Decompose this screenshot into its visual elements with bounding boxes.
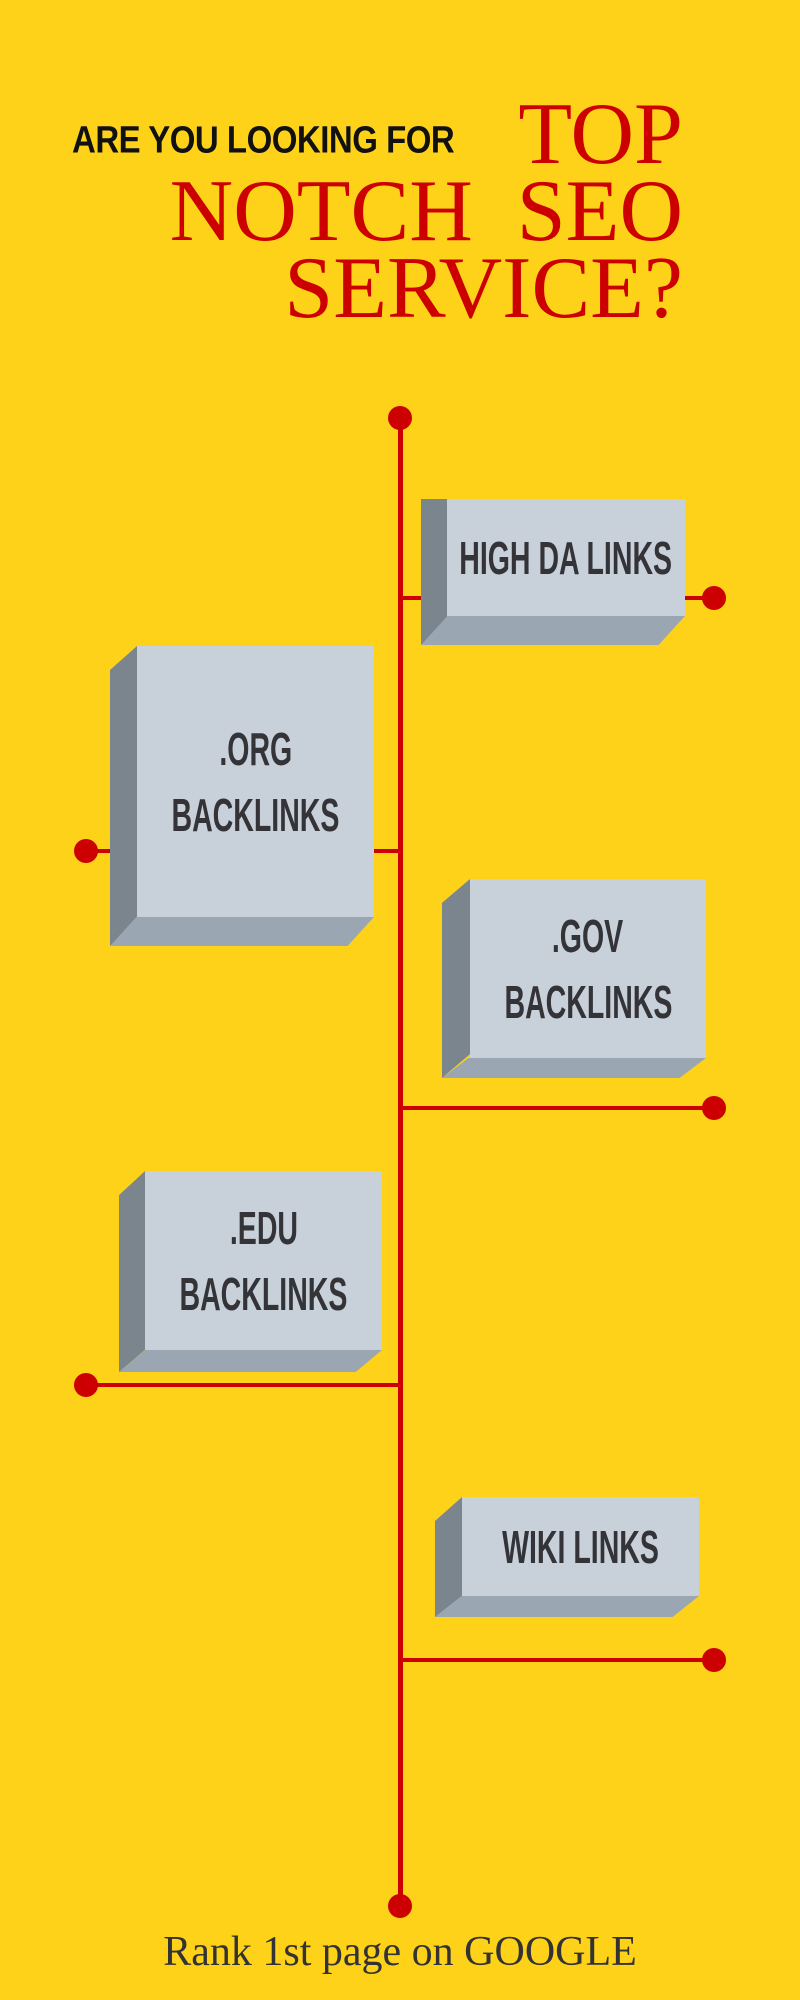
headline: TOP NOTCH SEO SERVICE? [169,86,683,337]
branch-line [400,1658,714,1662]
item-label: .GOV [552,909,624,962]
box-bottom [435,1596,699,1617]
timeline-end-dot [388,1894,412,1918]
item-label: WIKI LINKS [502,1520,659,1573]
headline-line: SERVICE? [284,240,683,337]
box-bottom [119,1350,382,1372]
intro-text: ARE YOU LOOKING FOR [72,118,455,161]
branch-dot [74,1373,98,1397]
timeline-axis [398,420,403,1906]
box-face: .ORG BACKLINKS [137,646,374,917]
footer-tagline: Rank 1st page on GOOGLE [163,1929,637,1975]
box-side [435,1497,462,1617]
branch-dot [74,839,98,863]
box-face: .EDU BACKLINKS [145,1171,382,1350]
branch-dot [702,586,726,610]
box-bottom [110,917,374,946]
box-face: WIKI LINKS [462,1497,699,1596]
box-bottom [442,1058,706,1078]
item-org-backlinks: .ORG BACKLINKS [110,621,374,946]
headline-line: NOTCH SEO [169,163,683,260]
box-bottom [421,616,685,645]
box-side [421,499,447,645]
box-side [442,879,470,1078]
box-side [110,646,137,946]
item-edu-backlinks: .EDU BACKLINKS [119,1146,382,1372]
branch-line [86,1383,400,1387]
box-face: HIGH DA LINKS [447,499,685,616]
item-label: .ORG [219,722,292,775]
branch-dot [702,1648,726,1672]
item-label: BACKLINKS [171,788,340,841]
branch-dot [702,1096,726,1120]
branch-line [400,1106,714,1110]
timeline-start-dot [388,406,412,430]
item-label: BACKLINKS [179,1267,348,1320]
item-label: BACKLINKS [504,975,672,1028]
headline-line: TOP [518,86,683,183]
item-gov-backlinks: .GOV BACKLINKS [442,854,706,1078]
box-side [119,1171,145,1372]
box-face: .GOV BACKLINKS [470,879,706,1058]
item-wiki-links: WIKI LINKS [435,1472,699,1617]
item-high-da-links: HIGH DA LINKS [421,474,685,645]
item-label: HIGH DA LINKS [459,531,673,584]
item-label: .EDU [229,1201,298,1254]
